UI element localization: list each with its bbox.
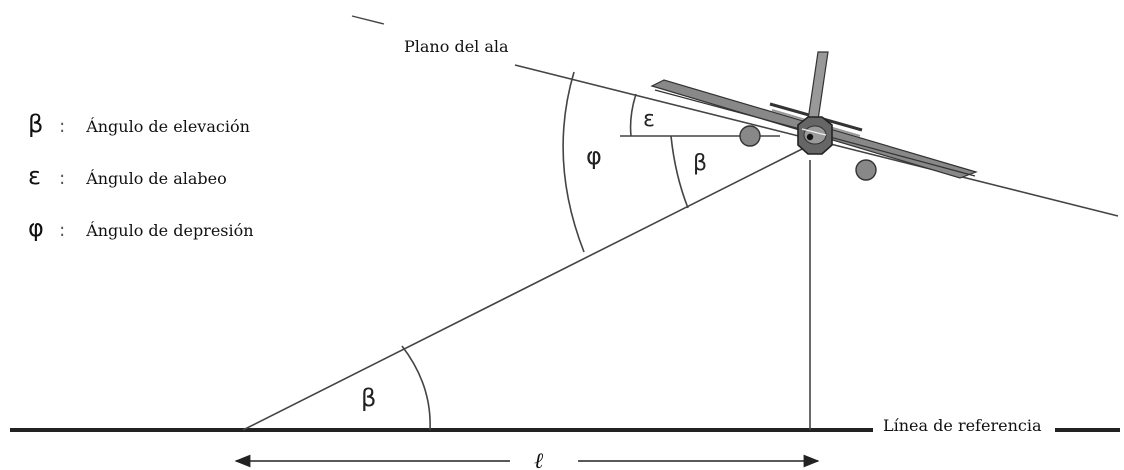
stray-tick (351, 15, 385, 25)
epsilon-symbol: ε (643, 107, 655, 132)
wing-plane-label: Plano del ala (404, 37, 509, 56)
legend-item: φ : Ángulo de depresión (28, 214, 254, 242)
legend-separator: : (59, 168, 66, 189)
legend-separator: : (59, 220, 66, 241)
phi-symbol: φ (586, 142, 602, 170)
legend-separator: : (59, 116, 66, 137)
beta-aircraft-symbol: β (693, 151, 707, 176)
legend-text: Ángulo de alabeo (86, 169, 227, 188)
beta-ground-symbol: β (361, 384, 376, 412)
legend-symbol: β (28, 110, 44, 138)
distance-label: ℓ (534, 449, 544, 470)
beta-aircraft-arc (670, 135, 689, 209)
legend-item: ε : Ángulo de alabeo (28, 162, 227, 190)
beta-ground-arc (401, 345, 431, 431)
aircraft-icon (650, 51, 978, 181)
legend-item: β : Ángulo de elevación (28, 110, 250, 138)
line-of-sight (242, 144, 811, 431)
phi-arc (562, 71, 585, 253)
epsilon-arc (629, 93, 637, 137)
legend-symbol: ε (28, 162, 41, 190)
legend-symbol: φ (28, 214, 44, 242)
legend-text: Ángulo de elevación (86, 117, 250, 136)
reference-line-label: Línea de referencia (883, 416, 1042, 435)
legend-text: Ángulo de depresión (86, 221, 254, 240)
